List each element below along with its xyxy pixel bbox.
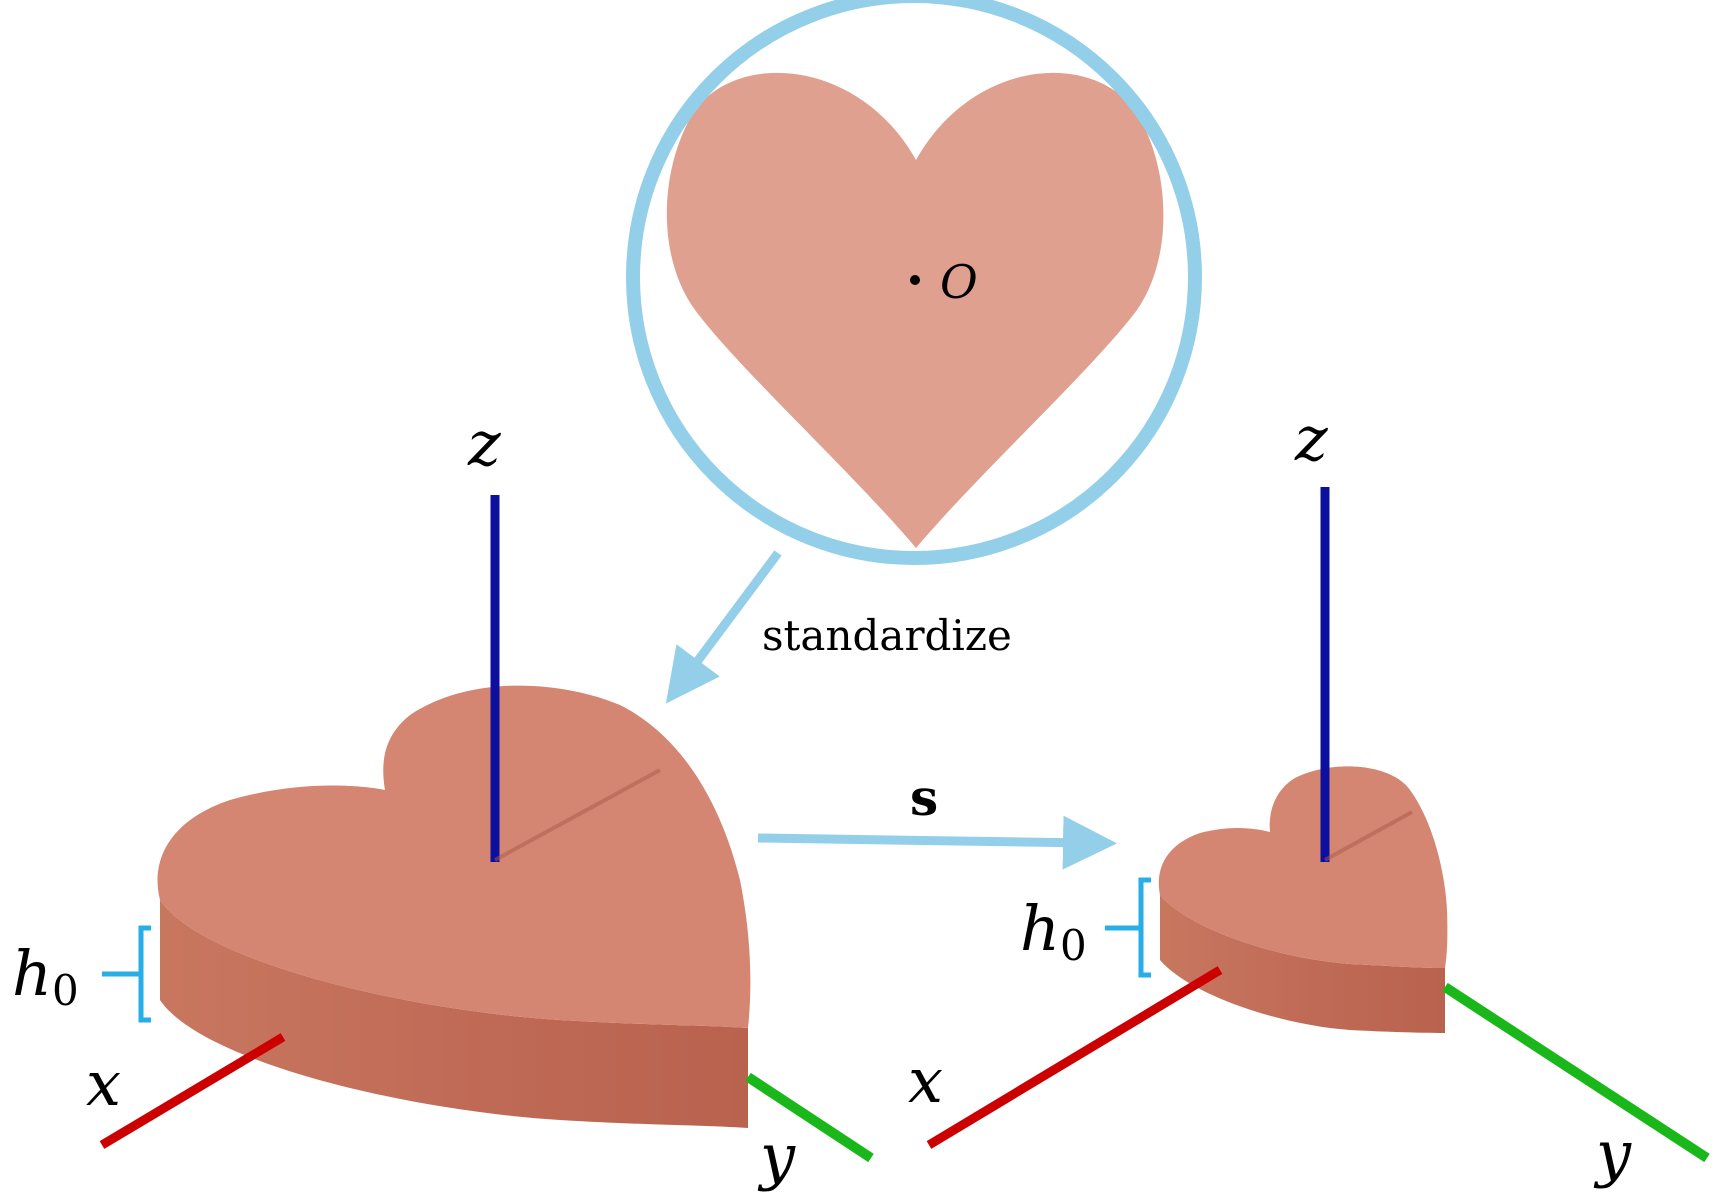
right-height-label: h0 bbox=[1020, 892, 1087, 970]
scale-label: s bbox=[910, 768, 938, 827]
scale-arrow-group: s bbox=[757, 768, 1117, 870]
origin-label: O bbox=[940, 255, 978, 309]
right-x-axis bbox=[926, 966, 1223, 1149]
standardize-label: standardize bbox=[762, 611, 1012, 660]
bounding-circle bbox=[626, 0, 1202, 565]
left-heart-model: z x y h0 bbox=[12, 407, 874, 1193]
right-y-label: y bbox=[1593, 1117, 1632, 1190]
right-z-axis-shadow bbox=[1324, 810, 1413, 862]
left-height-label: h0 bbox=[12, 937, 79, 1015]
right-z-label: z bbox=[1294, 402, 1328, 475]
right-height-bracket bbox=[1105, 877, 1151, 978]
origin-point bbox=[910, 275, 920, 285]
right-x-label: x bbox=[908, 1044, 943, 1117]
left-heart-side bbox=[160, 900, 748, 1128]
standardize-arrow bbox=[665, 550, 782, 704]
left-x-label: x bbox=[86, 1047, 121, 1120]
right-heart-side bbox=[1160, 895, 1445, 1033]
right-heart-model: z x y h0 bbox=[908, 402, 1710, 1190]
left-height-subscript: 0 bbox=[52, 966, 79, 1015]
left-z-label: z bbox=[467, 407, 501, 480]
left-x-axis bbox=[99, 1033, 286, 1149]
flat-heart-shape bbox=[666, 72, 1164, 549]
right-heart-top bbox=[1158, 766, 1448, 968]
left-y-label: y bbox=[757, 1120, 796, 1193]
standardized-shape-view: O bbox=[626, 0, 1202, 565]
left-heart-top bbox=[157, 685, 751, 1028]
scale-arrow bbox=[757, 815, 1117, 870]
left-height-bracket bbox=[102, 925, 151, 1023]
right-y-axis bbox=[1442, 982, 1710, 1163]
right-height-subscript: 0 bbox=[1060, 921, 1087, 970]
standardize-arrow-group: standardize bbox=[665, 550, 1012, 704]
left-z-axis-shadow bbox=[494, 768, 661, 862]
left-y-axis bbox=[745, 1072, 874, 1163]
